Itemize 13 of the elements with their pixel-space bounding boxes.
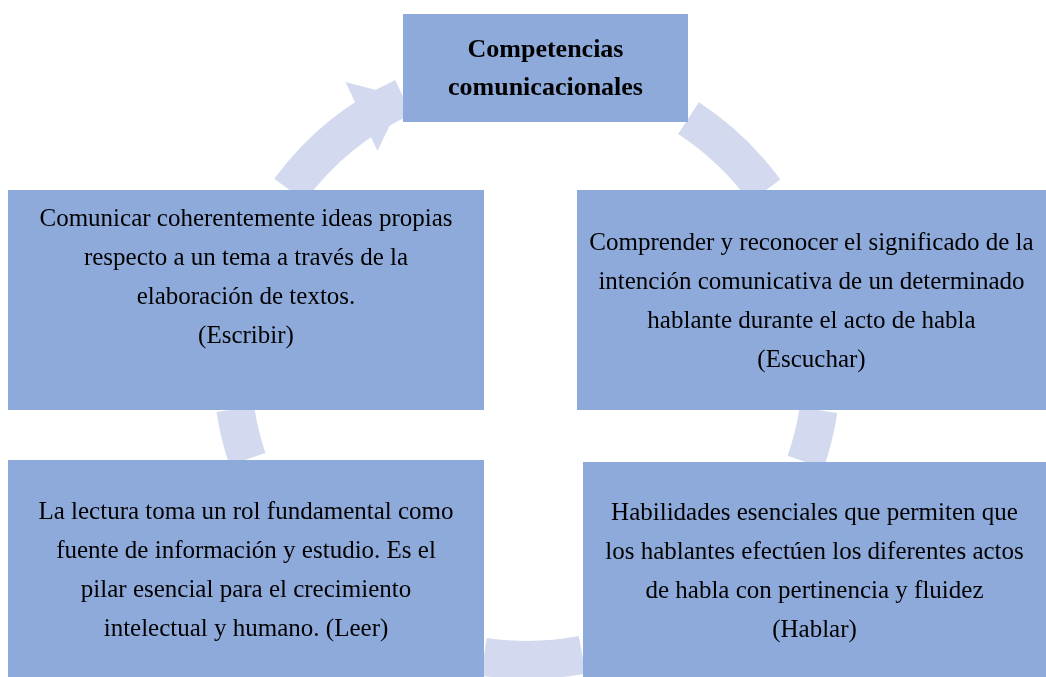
text-box [577, 190, 1046, 410]
box-text: Comunicar coherentemente ideas propias respecto a un tema a través de la elaboración de textos. [38, 203, 454, 311]
box-text: (Escuchar) [757, 344, 866, 375]
text-box [403, 14, 688, 122]
box-text: La lectura toma un rol fundamental como fuente de información y estudio. Es el pilar esencial para el crecimiento intelectual y humano. (Leer) [37, 495, 455, 643]
text-box [583, 462, 1046, 677]
box-text: (Escribir) [198, 320, 294, 351]
text-box [8, 190, 484, 410]
box-text: Comprender y reconocer el significado de la intención comunicativa de un determinado hablante durante el acto de habla [588, 227, 1035, 335]
text-box [8, 460, 484, 677]
box-text: Habilidades esenciales que permiten que los hablantes efectúen los diferentes actos de habla con pertinencia y fluidez [604, 496, 1025, 605]
box-text: Competencias comunicacionales [447, 33, 644, 103]
box-text: (Hablar) [772, 613, 857, 645]
